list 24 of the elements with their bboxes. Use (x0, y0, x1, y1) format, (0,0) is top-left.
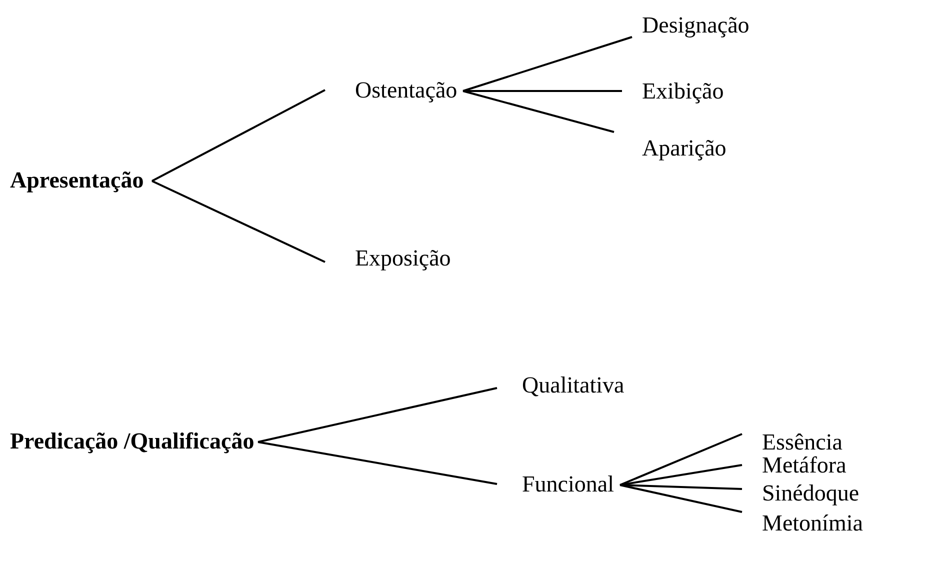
branch-term: Qualitativa (522, 374, 624, 396)
branch-term: Essência (762, 430, 842, 454)
connector-line (620, 484, 742, 490)
branch-term: Ostentação (355, 78, 458, 102)
branch-term: Funcional (522, 472, 614, 496)
connector-line (462, 36, 632, 92)
connector-line (620, 433, 742, 486)
root-term: Apresentação (10, 168, 144, 192)
connector-line (152, 89, 326, 182)
connector-line (620, 484, 742, 513)
branch-term: Sinédoque (762, 482, 860, 504)
connector-line (463, 90, 622, 92)
connector-line (258, 441, 498, 485)
branch-term: Designação (642, 14, 750, 36)
root-term: Predicação /Qualificação (10, 430, 254, 452)
connector-line (258, 387, 498, 443)
branch-term: Metonímia (762, 512, 863, 534)
branch-term: Metáfora (762, 454, 846, 476)
branch-term: Aparição (642, 136, 726, 160)
connector-line (620, 464, 742, 486)
connector-line (462, 90, 614, 133)
branch-term: Exibição (642, 80, 724, 102)
connector-line (152, 180, 326, 263)
branch-term: Exposição (355, 246, 451, 270)
